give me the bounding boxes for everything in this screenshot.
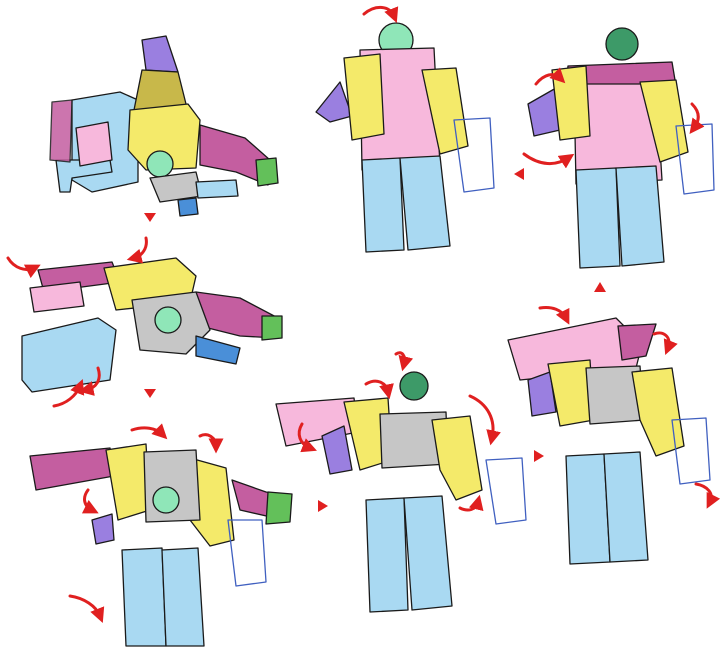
step-5-wing-magenta (617, 323, 657, 361)
motion-arrow (6, 256, 41, 279)
step-3-leg-left (121, 547, 167, 647)
step-arrow-up (594, 282, 606, 292)
motion-arrow (362, 6, 399, 23)
step-2-wing-tip (261, 315, 283, 341)
step-1-foot-b (177, 197, 199, 217)
motion-arrow (522, 152, 575, 169)
step-arrow-left (514, 168, 524, 180)
step-1-tail-fin (141, 35, 179, 73)
motion-arrow (689, 102, 705, 135)
step-5-leg-right (603, 451, 649, 563)
step-arrow-down (144, 213, 156, 222)
step-6-leg-left (575, 167, 621, 269)
step-4-wing-purple (321, 425, 353, 475)
step-5-arm-purple (527, 371, 557, 417)
step-arrows (144, 168, 606, 512)
motion-arrow (81, 488, 99, 514)
step-arrow-right (534, 450, 544, 462)
step-4-figure (275, 371, 527, 613)
step-5-leg-left (565, 453, 611, 565)
step-1-figure (49, 35, 279, 217)
motion-arrow (364, 379, 394, 400)
step-5-outline-hand (671, 417, 711, 485)
step-1-nose (75, 121, 113, 167)
step-2-head (154, 306, 182, 334)
step-2-figure (21, 257, 283, 393)
step-arrow-right (318, 500, 328, 512)
step-5-arm-right (631, 367, 685, 457)
step-1-hips (149, 171, 203, 203)
motion-arrows (6, 6, 720, 623)
motion-arrow (68, 594, 105, 623)
motion-arrow (694, 482, 720, 509)
step-7-outline-hand (453, 117, 495, 193)
step-7-shoulder-left (343, 53, 385, 141)
motion-arrow (538, 306, 570, 325)
step-4-arm-right (431, 415, 483, 501)
step-3-outline-hand (227, 519, 267, 587)
motion-arrow (198, 433, 224, 454)
step-3-head (152, 486, 180, 514)
step-3-arm-purple (91, 513, 115, 545)
motion-arrow (126, 236, 148, 264)
step-3-shoulder-left (105, 443, 151, 521)
step-1-wing-left (49, 99, 73, 163)
motion-arrow (468, 394, 501, 446)
step-2-body-block (21, 317, 117, 393)
step-7-leg-left (361, 157, 405, 253)
motion-arrow (534, 67, 566, 86)
step-6-head (605, 27, 639, 61)
step-5-figure (507, 317, 711, 565)
step-2-leg-a (195, 335, 241, 365)
step-3-wing-left (29, 447, 115, 491)
step-3-wing-tip (265, 491, 293, 525)
step-4-leg-right (403, 495, 453, 611)
motion-arrow (458, 494, 484, 512)
step-1-arm (127, 103, 201, 171)
step-3-figure (29, 443, 293, 647)
step-1-wing-tip (255, 157, 279, 187)
step-6-chest (573, 83, 663, 185)
step-6-leg-right (615, 165, 665, 267)
step-2-nose (29, 281, 85, 313)
motion-arrow (394, 351, 414, 372)
step-6-figure (527, 27, 715, 269)
step-4-leg-left (365, 497, 409, 613)
step-arrow-down (144, 389, 156, 398)
step-6-shoulder-left (551, 65, 591, 141)
motion-arrow (297, 422, 317, 453)
step-7-figure (315, 22, 495, 253)
motion-arrow (78, 366, 101, 396)
step-1-foot-a (195, 179, 239, 199)
step-4-outline-hand (485, 457, 527, 525)
step-7-leg-right (399, 155, 451, 251)
step-4-head (399, 371, 429, 401)
motion-arrow (130, 423, 168, 440)
step-1-head (146, 150, 174, 178)
step-7-arm-right (421, 67, 469, 155)
motion-arrow (52, 379, 85, 408)
step-3-leg-right (161, 547, 205, 647)
motion-arrow (652, 331, 678, 355)
step-6-arm-right (639, 79, 689, 163)
